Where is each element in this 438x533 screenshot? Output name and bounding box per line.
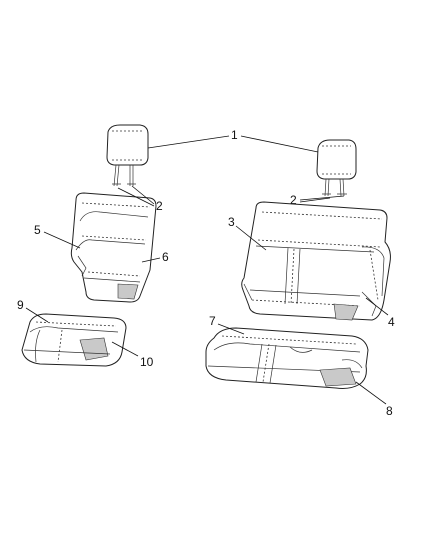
callout-1: 1 [231, 128, 238, 142]
right-seatback [241, 201, 391, 321]
left-seat-cushion [21, 313, 127, 367]
callout-6: 6 [162, 250, 169, 264]
callout-7: 7 [209, 314, 216, 328]
callout-labels: 1 2 2 3 4 5 6 7 8 9 10 [17, 128, 395, 418]
callout-10: 10 [140, 355, 154, 369]
left-headrest [106, 124, 149, 187]
left-seatback [70, 192, 157, 303]
right-seat-cushion [205, 327, 369, 389]
callout-2-left: 2 [156, 199, 163, 213]
callout-9: 9 [17, 298, 24, 312]
right-headrest [316, 139, 357, 197]
leader-lines [25, 135, 389, 405]
callout-2-right: 2 [290, 193, 297, 207]
callout-3: 3 [228, 215, 235, 229]
callout-5: 5 [34, 223, 41, 237]
callout-4: 4 [388, 315, 395, 329]
callout-8: 8 [386, 404, 393, 418]
